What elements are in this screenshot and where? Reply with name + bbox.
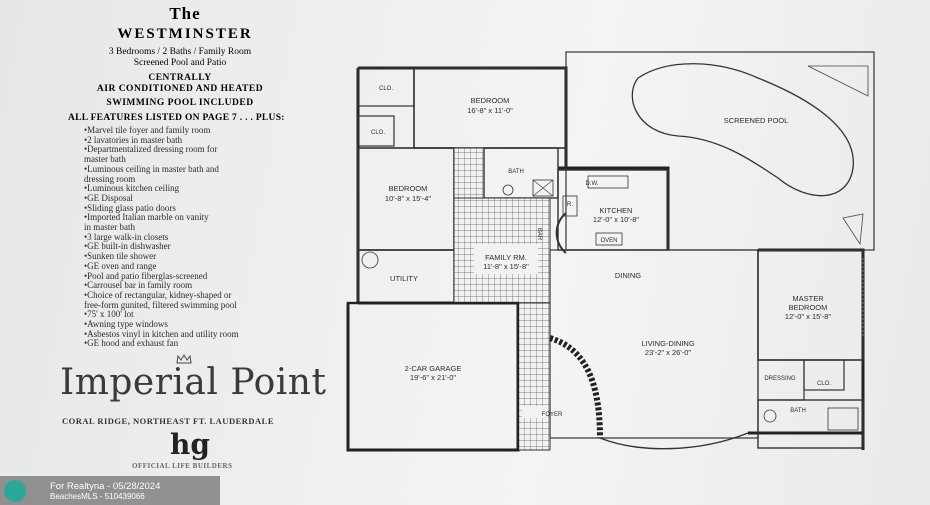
- bedroom-mid-dim: 10'-8" x 15'-4": [385, 194, 431, 203]
- living-dining-dim: 23'-2" x 26'-0": [645, 348, 691, 357]
- master-dim: 12'-0" x 15'-8": [785, 312, 831, 321]
- living-dining-label: LIVING-DINING: [641, 339, 695, 348]
- realtor-logo-icon: [4, 480, 26, 502]
- closet-3-label: CLO.: [817, 381, 831, 387]
- spec-rooms: 3 Bedrooms / 2 Baths / Family Room: [108, 47, 252, 57]
- feature-item: Sunken tile shower: [84, 251, 344, 262]
- master-label-2: BEDROOM: [789, 303, 828, 312]
- feature-item: free-form gunited, filtered swimming poo…: [84, 299, 237, 310]
- pool-shape: [631, 63, 854, 197]
- dishwasher-label: D.W.: [586, 181, 599, 187]
- kitchen-label: KITCHEN: [600, 206, 633, 215]
- brand-logo: Imperial Point: [60, 362, 327, 403]
- feature-item: GE Disposal: [84, 193, 344, 204]
- closet-2-label: CLO.: [371, 130, 385, 136]
- dining-label: DINING: [615, 271, 641, 280]
- feature-item: GE oven and range: [84, 261, 344, 272]
- watermark-line-2: BeachesMLS - 510439066: [50, 492, 145, 501]
- spec-ac-line2: AIR CONDITIONED AND HEATED: [96, 84, 264, 94]
- utility-label: UTILITY: [390, 274, 418, 283]
- garage-dim: 19'-6" x 21'-0": [410, 373, 456, 382]
- floor-plan: BEDROOM 16'-8" x 11'-0" CLO. CLO. BEDROO…: [346, 51, 875, 452]
- feature-item: Departmentalized dressing room for: [84, 145, 344, 155]
- feature-item: Marvel tile foyer and family room: [84, 125, 344, 136]
- bar-label: BAR: [536, 228, 542, 241]
- garage-label: 2-CAR GARAGE: [405, 364, 462, 373]
- family-room-dim: 11'-8" x 15'-8": [483, 262, 529, 271]
- foyer-label: FOYER: [542, 412, 563, 418]
- feature-item: Luminous ceiling in master bath and: [84, 164, 344, 175]
- screened-pool-label: SCREENED POOL: [724, 116, 789, 125]
- feature-item: Awning type windows: [84, 319, 344, 330]
- spec-ac-line1: CENTRALLY: [148, 73, 212, 83]
- bedroom-top-dim: 16'-8" x 11'-0": [467, 106, 513, 115]
- feature-item: master bath: [84, 154, 126, 165]
- features-list: Marvel tile foyer and family room2 lavat…: [84, 125, 344, 349]
- kitchen-dim: 12'-0" x 10'-8": [593, 215, 639, 224]
- page-title: WESTMINSTER: [117, 26, 253, 42]
- feature-item: Asbestos vinyl in kitchen and utility ro…: [84, 329, 344, 340]
- oven-label: OVEN: [600, 238, 617, 244]
- features-heading: ALL FEATURES LISTED ON PAGE 7 . . . PLUS…: [68, 113, 285, 123]
- family-room-label: FAMILY RM.: [485, 253, 527, 262]
- spec-pool-patio: Screened Pool and Patio: [133, 58, 227, 68]
- feature-item: GE built-in dishwasher: [84, 242, 344, 252]
- closet-1-label: CLO.: [379, 86, 393, 92]
- bath-2-label: BATH: [790, 408, 806, 414]
- bath-label: BATH: [508, 169, 524, 175]
- feature-item: Choice of rectangular, kidney-shaped or: [84, 290, 344, 301]
- feature-item: Imported Italian marble on vanity: [84, 213, 344, 223]
- watermark-bar: [0, 476, 220, 505]
- bedroom-mid-label: BEDROOM: [389, 184, 428, 193]
- refrigerator-label: R.: [567, 202, 573, 208]
- spec-pool-included: SWIMMING POOL INCLUDED: [106, 98, 254, 108]
- bedroom-top-label: BEDROOM: [471, 96, 510, 105]
- feature-item: Carrousel bar in family room: [84, 281, 344, 291]
- crown-icon: [176, 354, 192, 364]
- builder-logo: hg: [170, 428, 210, 461]
- feature-item: Pool and patio fiberglas-screened: [84, 271, 344, 282]
- dressing-label: DRESSING: [764, 376, 796, 382]
- feature-item: in master bath: [84, 222, 135, 233]
- feature-item: Sliding glass patio doors: [84, 203, 344, 214]
- brand-location: CORAL RIDGE, NORTHEAST FT. LAUDERDALE: [62, 416, 275, 426]
- master-label: MASTER: [792, 294, 824, 303]
- feature-item: Luminous kitchen ceiling: [84, 184, 344, 194]
- feature-item: dressing room: [84, 173, 136, 184]
- watermark-line-1: For Realtyna - 05/28/2024: [50, 481, 161, 492]
- feature-item: GE hood and exhaust fan: [84, 339, 344, 349]
- feature-item: 3 large walk-in closets: [84, 232, 344, 243]
- title-the: The: [169, 4, 201, 23]
- feature-item: 2 lavatories in master bath: [84, 135, 344, 146]
- feature-item: 75' x 100' lot: [84, 310, 344, 320]
- builder-caption: OFFICIAL LIFE BUILDERS: [132, 462, 233, 470]
